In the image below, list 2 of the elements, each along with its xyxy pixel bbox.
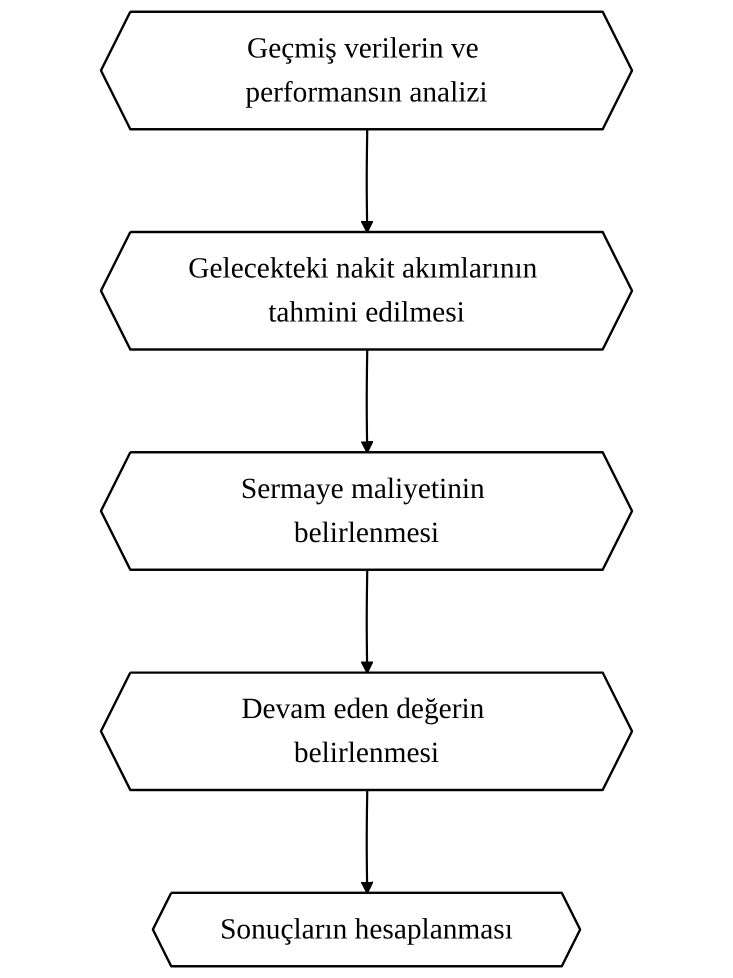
arrow [360, 130, 374, 234]
arrow [360, 570, 374, 674]
